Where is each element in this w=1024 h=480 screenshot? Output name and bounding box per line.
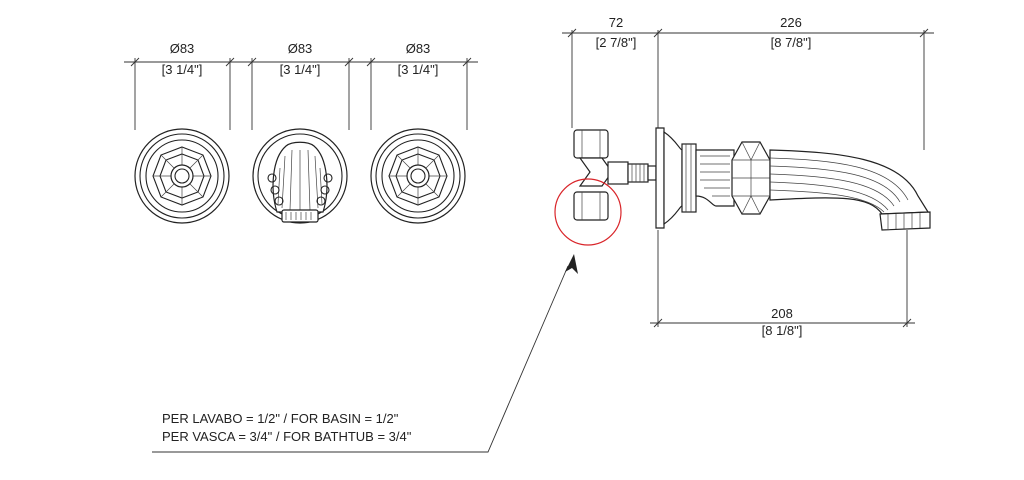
diameter-inch-label: [3 1/4"]: [162, 62, 203, 77]
depth-label: 72: [609, 15, 623, 30]
diameter-label: Ø83: [406, 41, 431, 56]
diameter-label: Ø83: [288, 41, 313, 56]
dimension-spout-height: 226 [8 7/8"]: [658, 15, 934, 150]
tee-connector: [573, 129, 657, 221]
cross-handle-left: Ø83 [3 1/4"]: [124, 41, 241, 224]
height-inch-label: [8 7/8"]: [771, 35, 812, 50]
height-label: 226: [780, 15, 802, 30]
dimension-handle-1: Ø83 [3 1/4"]: [124, 41, 241, 130]
diameter-inch-label: [3 1/4"]: [280, 62, 321, 77]
diameter-inch-label: [3 1/4"]: [398, 62, 439, 77]
reach-inch-label: [8 1/8"]: [762, 323, 803, 338]
highlight-circle: [554, 178, 622, 246]
depth-inch-label: [2 7/8"]: [596, 35, 637, 50]
spout-front-view: Ø83 [3 1/4"]: [241, 41, 360, 224]
dimension-connector-depth: 72 [2 7/8"]: [562, 15, 665, 128]
spout-body: [695, 149, 735, 207]
leader-arrowhead: [565, 254, 578, 274]
leader-line: [152, 265, 569, 453]
diameter-label: Ø83: [170, 41, 195, 56]
wall-flange: [655, 127, 665, 229]
note-bathtub: PER VASCA = 3/4" / FOR BATHTUB = 3/4": [162, 429, 412, 444]
spout-side-view: 72 [2 7/8"] 226 [8 7/8"] 208 [8 1/8"]: [554, 15, 934, 338]
connection-note: PER LAVABO = 1/2" / FOR BASIN = 1/2" PER…: [152, 254, 578, 453]
dimension-handle-3: Ø83 [3 1/4"]: [360, 41, 478, 130]
dimension-spout-reach: 208 [8 1/8"]: [650, 230, 915, 338]
dimension-handle-2: Ø83 [3 1/4"]: [241, 41, 360, 130]
reach-label: 208: [771, 306, 793, 321]
note-basin: PER LAVABO = 1/2" / FOR BASIN = 1/2": [162, 411, 399, 426]
cross-handle-right: Ø83 [3 1/4"]: [360, 41, 478, 224]
